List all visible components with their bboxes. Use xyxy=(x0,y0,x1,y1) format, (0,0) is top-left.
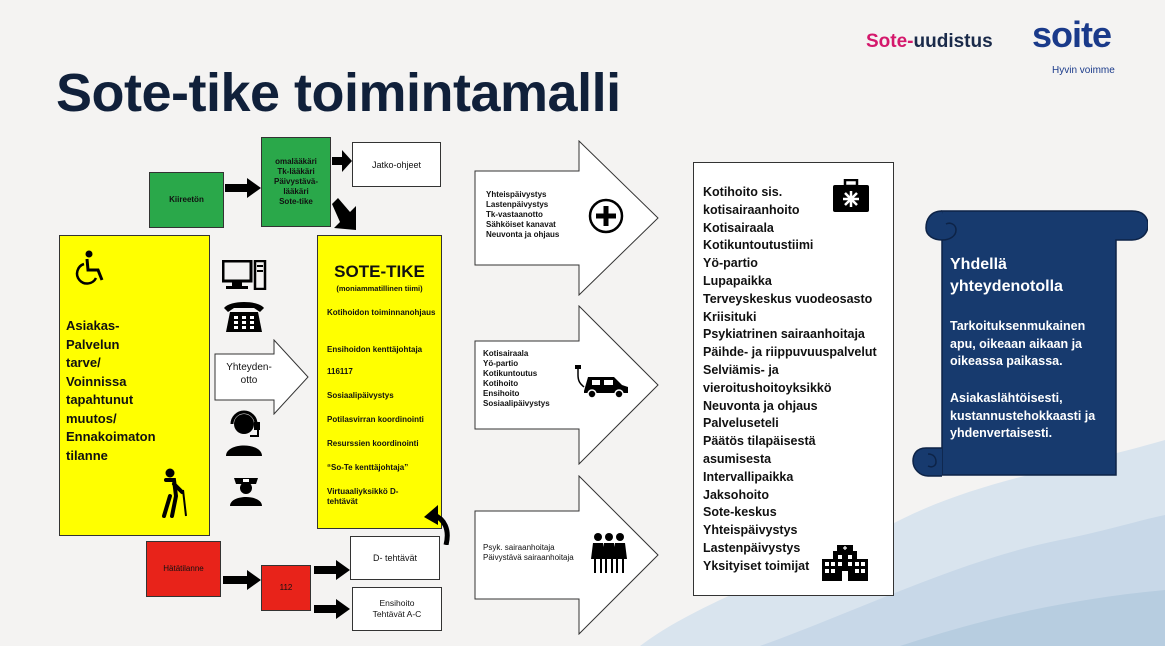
big-arrow-2-text: Kotisairaala Yö-partio Kotikuntoutus Kot… xyxy=(483,349,550,408)
soite-tagline: Hyvin voimme xyxy=(1052,65,1115,76)
doctor-box: omalääkäri Tk-lääkäri Päivystävä- lääkär… xyxy=(261,137,331,227)
arrow-right-icon xyxy=(225,178,261,198)
scroll-banner xyxy=(912,210,1148,477)
sote-tike-item: Resurssien koordinointi xyxy=(327,439,419,448)
big-arrow-1-text: Yhteispäivystys Lastenpäivystys Tk-vasta… xyxy=(486,190,560,239)
headset-operator-icon xyxy=(226,410,262,456)
wheelchair-icon xyxy=(75,250,104,285)
sote-tike-item: Virtuaaliyksikkö D-tehtävät xyxy=(327,487,399,506)
sote-tike-item: Ensihoidon kenttäjohtaja xyxy=(327,345,423,354)
customer-need-panel: Asiakas- Palvelun tarve/ Voinnissa tapah… xyxy=(59,235,210,536)
nurses-icon xyxy=(591,533,627,573)
police-officer-icon xyxy=(230,478,262,506)
emergency-box: Hätätilanne xyxy=(146,541,221,597)
big-arrow-2 xyxy=(474,305,659,465)
arrow-right-icon xyxy=(223,570,261,590)
sote-tike-item: Kotihoidon toiminnanohjaus xyxy=(327,308,436,317)
medical-plus-icon xyxy=(588,198,624,234)
sote-tike-item: Sosiaalipäivystys xyxy=(327,391,394,400)
soite-logo: soite xyxy=(1032,14,1112,55)
contact-arrow-label: Yhteyden-otto xyxy=(226,362,272,386)
scroll-paragraph-1: Tarkoituksenmukainen apu, oikeaan aikaan… xyxy=(950,319,1086,368)
elderly-person-icon xyxy=(162,468,187,518)
hospital-icon xyxy=(822,545,868,581)
services-list: Kotihoito sis. kotisairaanhoito Kotisair… xyxy=(703,185,877,573)
big-arrow-1 xyxy=(474,140,659,296)
telephone-icon xyxy=(224,302,264,332)
curved-arrow-icon xyxy=(424,505,450,545)
sote-tike-item: “So-Te kenttäjohtaja” xyxy=(327,463,409,472)
non-urgent-box: Kiireetön xyxy=(149,172,224,228)
scroll-paragraph-2: Asiakaslähtöisesti, kustannustehokkaasti… xyxy=(950,391,1096,440)
sote-tike-item: Potilasvirran koordinointi xyxy=(327,415,424,424)
arrow-right-icon xyxy=(332,150,352,172)
ensihoito-box: Ensihoito Tehtävät A-C xyxy=(352,587,442,631)
computer-icon xyxy=(222,260,267,290)
first-aid-kit-icon xyxy=(833,179,869,212)
arrow-right-icon xyxy=(314,599,350,619)
page-title: Sote-tike toimintamalli xyxy=(56,63,621,123)
big-arrow-3 xyxy=(474,475,659,635)
contact-arrow xyxy=(214,339,309,415)
arrow-down-right-icon xyxy=(332,198,356,230)
sote-tike-subtitle: (moniammatillinen tiimi) xyxy=(336,284,423,293)
sote-uudistus-logo: Sote-uudistus xyxy=(866,31,993,52)
sote-tike-title: SOTE-TIKE xyxy=(334,262,425,281)
follow-up-box: Jatko-ohjeet xyxy=(352,142,441,187)
emergency-number-box: 112 xyxy=(261,565,311,611)
d-tasks-box: D- tehtävät xyxy=(350,536,440,580)
scroll-title: Yhdellä yhteydenotolla xyxy=(950,256,1063,295)
sote-tike-box: SOTE-TIKE (moniammatillinen tiimi) Kotih… xyxy=(317,235,442,529)
big-arrow-3-text: Psyk. sairaanhoitaja Päivystävä sairaanh… xyxy=(483,543,574,562)
arrow-right-icon xyxy=(314,560,350,580)
electric-car-icon xyxy=(575,365,628,399)
customer-need-text: Asiakas- Palvelun tarve/ Voinnissa tapah… xyxy=(66,318,156,463)
sote-tike-item: 116117 xyxy=(327,367,353,376)
services-panel: Kotihoito sis. kotisairaanhoito Kotisair… xyxy=(693,162,894,596)
